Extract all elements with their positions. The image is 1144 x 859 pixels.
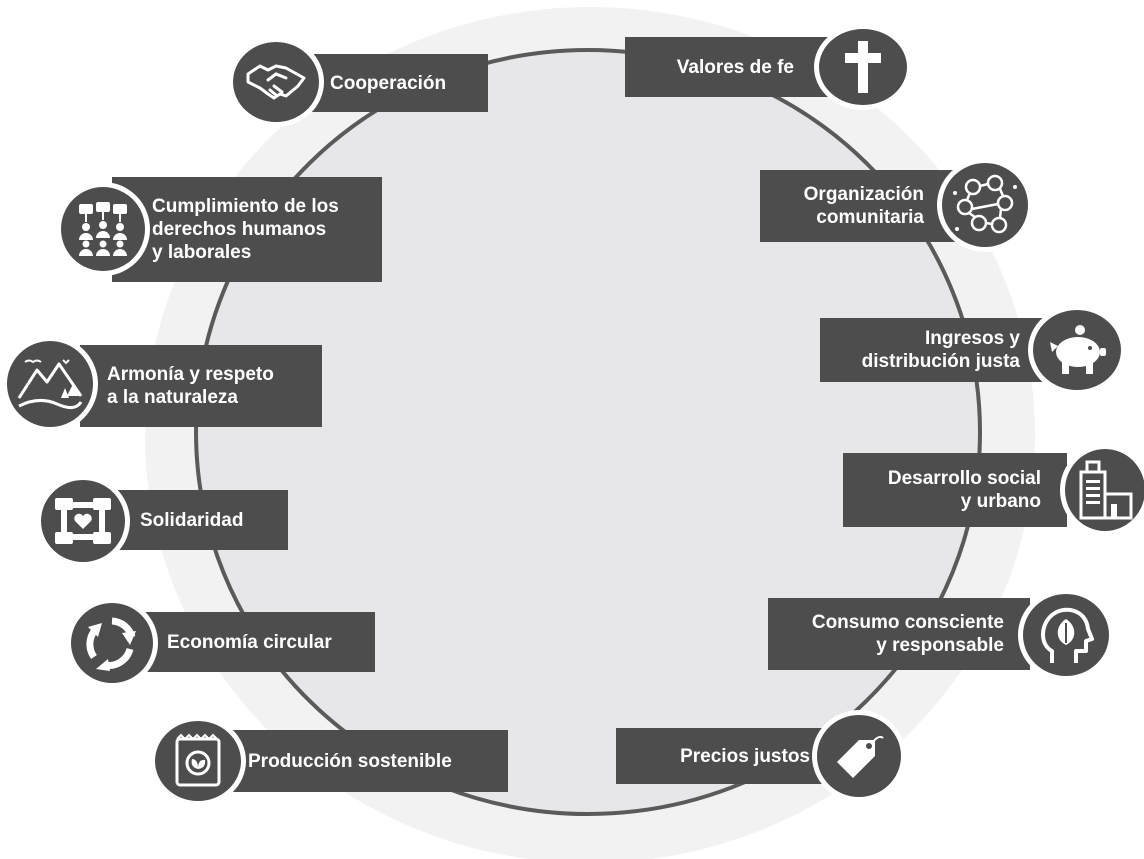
label-organizacion: Organización comunitaria	[760, 170, 960, 242]
price-tag-icon	[812, 710, 906, 802]
label-ingresos: Ingresos y distribución justa	[820, 318, 1046, 382]
label-economia: Economía circular	[137, 612, 375, 672]
label-line: Cooperación	[330, 72, 447, 94]
label-precios: Precios justos	[616, 728, 840, 784]
label-armonia: Armonía y respeto a la naturaleza	[80, 345, 322, 427]
label-line: Consumo consciente	[811, 612, 1004, 633]
inner-circle	[194, 48, 982, 816]
label-line: comunitaria	[816, 207, 924, 228]
label-line: Armonía y respeto	[107, 364, 274, 385]
label-line: Valores de fe	[676, 56, 794, 78]
recycle-arrows-icon	[66, 598, 158, 688]
label-line: Organización	[803, 184, 924, 205]
community-network-icon	[937, 158, 1033, 252]
label-solidaridad: Solidaridad	[112, 490, 288, 550]
label-line: y urbano	[960, 491, 1041, 512]
buildings-icon	[1060, 444, 1144, 536]
handshake-icon	[228, 37, 324, 127]
joined-hands-heart-icon	[36, 475, 130, 567]
label-line: Precios justos	[680, 745, 810, 767]
label-line: Cumplimiento de los	[152, 196, 339, 217]
label-line: Economía circular	[167, 631, 332, 653]
label-cooperacion: Cooperación	[308, 54, 488, 112]
label-line: y responsable	[876, 635, 1004, 656]
label-line: Producción sostenible	[248, 750, 452, 772]
label-line: Ingresos y	[924, 328, 1020, 349]
protest-crowd-icon	[56, 182, 150, 276]
label-derechos: Cumplimiento de los derechos humanos y l…	[112, 177, 382, 282]
label-produccion: Producción sostenible	[222, 730, 508, 792]
piggy-bank-icon	[1028, 305, 1126, 395]
eco-package-icon	[150, 716, 246, 806]
label-valores: Valores de fe	[625, 37, 840, 97]
label-line: distribución justa	[861, 351, 1020, 372]
label-desarrollo: Desarrollo social y urbano	[843, 453, 1067, 527]
label-line: Desarrollo social	[887, 468, 1041, 489]
label-line: Solidaridad	[140, 509, 244, 531]
cross-icon	[814, 24, 912, 110]
label-consumo: Consumo consciente y responsable	[768, 598, 1030, 670]
mountain-landscape-icon	[2, 336, 98, 432]
label-line: derechos humanos	[152, 219, 327, 240]
label-line: y laborales	[152, 242, 252, 263]
label-line: a la naturaleza	[107, 387, 238, 408]
head-leaf-icon	[1018, 589, 1114, 681]
